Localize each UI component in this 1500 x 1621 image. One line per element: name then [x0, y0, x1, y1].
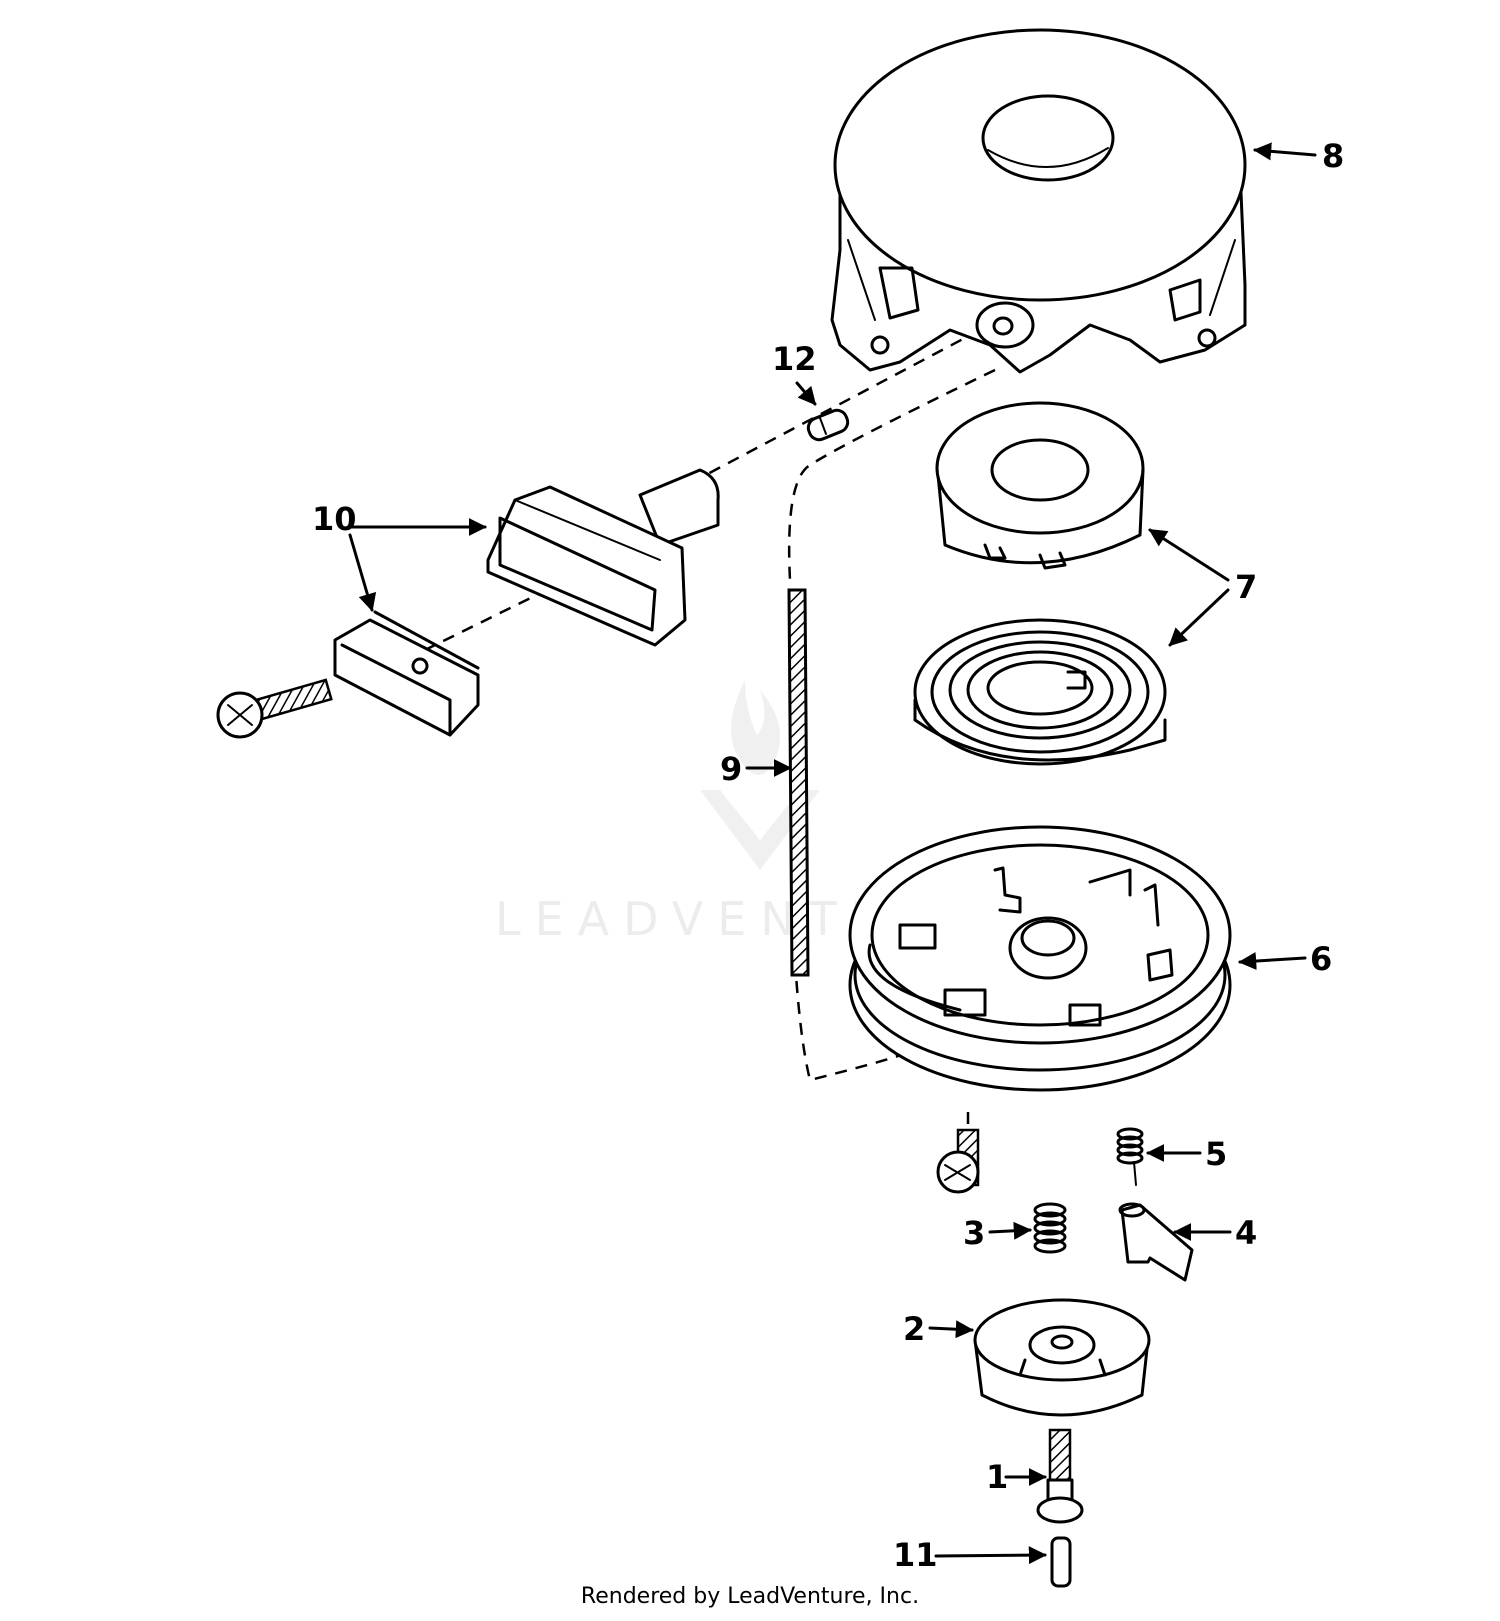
svg-text:11: 11: [893, 1536, 938, 1574]
callout-5: 5: [1146, 1135, 1227, 1173]
part-11-pin: [1050, 1536, 1072, 1588]
callout-4: 4: [1173, 1214, 1257, 1252]
svg-text:8: 8: [1322, 137, 1344, 175]
part-2-retainer-cup: [973, 1298, 1151, 1417]
part-8-starter-housing: [830, 28, 1247, 374]
callout-6: 6: [1238, 940, 1332, 978]
callout-8: 8: [1253, 137, 1344, 175]
part-10-handle: [486, 468, 720, 647]
part-3-retainer-spring: [1033, 1202, 1067, 1254]
part-6-starter-pulley: [848, 825, 1232, 1092]
part-5-brake-spring: [1116, 1127, 1144, 1186]
svg-text:7: 7: [1235, 568, 1257, 606]
callout-1: 1: [986, 1458, 1047, 1496]
handle-screw: [216, 678, 333, 739]
part-7-rewind-spring: [913, 618, 1167, 766]
part-12-insert: [806, 408, 850, 442]
svg-text:5: 5: [1205, 1135, 1227, 1173]
svg-text:12: 12: [772, 340, 817, 378]
callout-9: 9: [720, 750, 792, 788]
svg-text:4: 4: [1235, 1214, 1257, 1252]
footer-credit: Rendered by LeadVenture, Inc.: [580, 1584, 920, 1609]
callout-2: 2: [903, 1310, 974, 1348]
callout-10: 10: [312, 500, 487, 612]
part-10-handle-insert: [333, 610, 480, 737]
svg-text:3: 3: [963, 1214, 985, 1252]
callout-12: 12: [772, 340, 817, 406]
callout-3: 3: [963, 1214, 1032, 1252]
part-9-starter-rope: [787, 588, 810, 977]
callout-7: 7: [1148, 528, 1257, 647]
pulley-retainer-screw: [936, 1128, 980, 1194]
callout-11: 11: [893, 1536, 1047, 1574]
svg-text:6: 6: [1310, 940, 1332, 978]
svg-text:2: 2: [903, 1310, 925, 1348]
part-1-center-screw: [1036, 1428, 1084, 1524]
svg-text:1: 1: [986, 1458, 1008, 1496]
part-4-starter-dog: [1118, 1202, 1194, 1282]
svg-text:9: 9: [720, 750, 742, 788]
svg-text:10: 10: [312, 500, 357, 538]
part-7-spring-cup: [935, 401, 1145, 570]
